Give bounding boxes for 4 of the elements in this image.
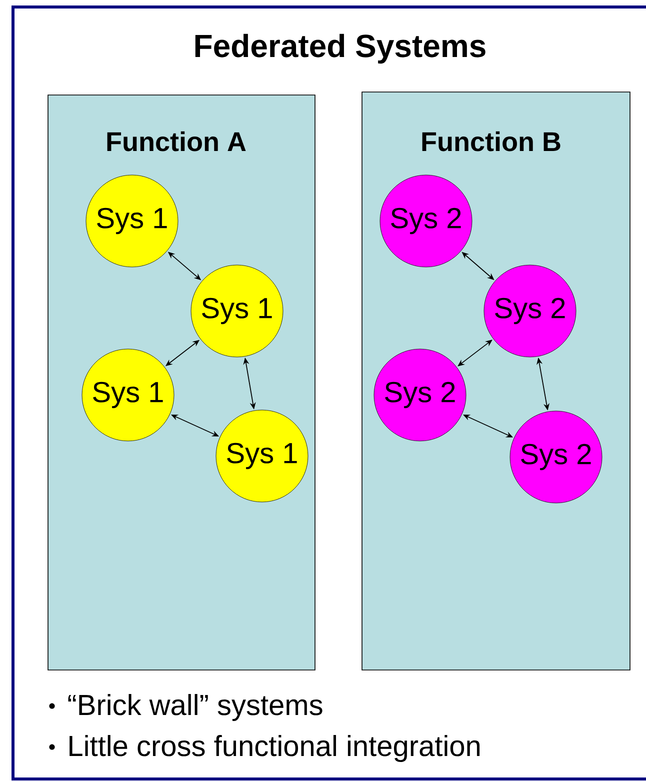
title: Federated Systems [195,34,486,64]
bullet-item: Little cross functional integration [49,735,480,762]
arrow [458,340,492,366]
bullet-item: “Brick wall” systems [49,694,322,722]
